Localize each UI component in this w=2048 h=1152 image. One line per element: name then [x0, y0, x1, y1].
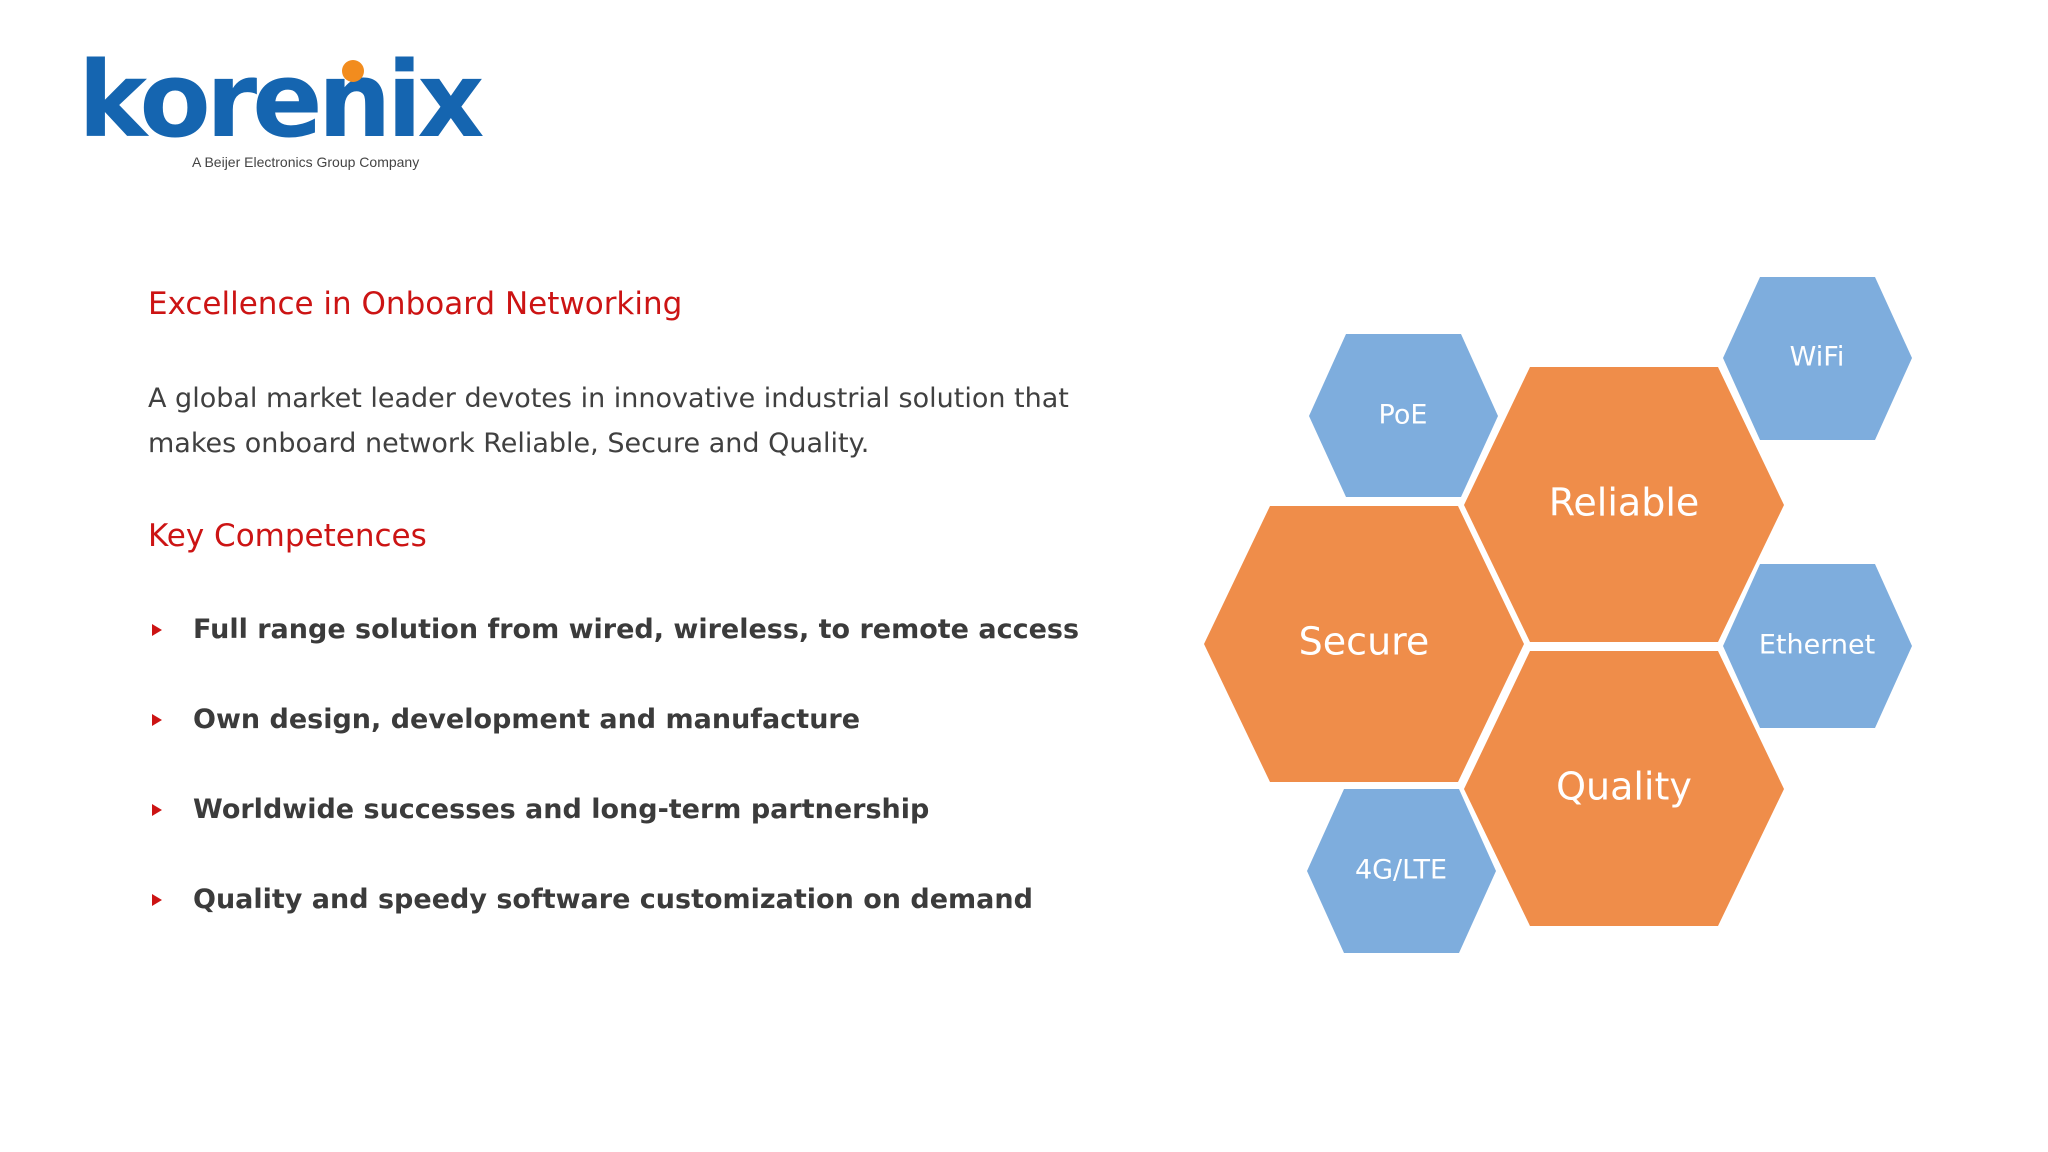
hex-ethernet: Ethernet	[1723, 564, 1912, 728]
competence-text: Full range solution from wired, wireless…	[193, 614, 1080, 645]
key-competences-heading: Key Competences	[148, 518, 427, 554]
intro-paragraph: A global market leader devotes in innova…	[148, 376, 1128, 466]
triangle-bullet-icon	[152, 624, 162, 636]
hex-label-secure: Secure	[1299, 620, 1430, 664]
hex-4g-lte: 4G/LTE	[1307, 789, 1496, 953]
excellence-heading: Excellence in Onboard Networking	[148, 286, 683, 322]
intro-line-1: A global market leader devotes in innova…	[148, 383, 1069, 414]
hex-label-quality: Quality	[1556, 765, 1692, 809]
hex-label-4g-lte: 4G/LTE	[1355, 855, 1447, 886]
competence-text: Own design, development and manufacture	[193, 704, 861, 735]
logo-tagline: A Beijer Electronics Group Company	[192, 154, 420, 170]
hex-quality: Quality	[1464, 651, 1784, 926]
list-item: Own design, development and manufacture	[148, 698, 1079, 788]
hex-label-ethernet: Ethernet	[1759, 630, 1875, 661]
hex-wifi: WiFi	[1723, 277, 1912, 440]
competence-text: Quality and speedy software customizatio…	[193, 884, 1033, 915]
triangle-bullet-icon	[152, 714, 162, 726]
hex-label-wifi: WiFi	[1790, 342, 1845, 373]
hex-poe: PoE	[1309, 334, 1498, 497]
logo-wordmark: korenix	[78, 39, 484, 161]
korenix-logo: korenix A Beijer Electronics Group Compa…	[78, 48, 484, 178]
list-item: Quality and speedy software customizatio…	[148, 878, 1079, 968]
competences-list: Full range solution from wired, wireless…	[148, 608, 1079, 968]
triangle-bullet-icon	[152, 894, 162, 906]
list-item: Full range solution from wired, wireless…	[148, 608, 1079, 698]
intro-line-2: makes onboard network Reliable, Secure a…	[148, 428, 870, 459]
competence-text: Worldwide successes and long-term partne…	[193, 794, 930, 825]
triangle-bullet-icon	[152, 804, 162, 816]
hex-reliable: Reliable	[1464, 367, 1784, 642]
hex-secure: Secure	[1204, 506, 1524, 782]
hex-label-reliable: Reliable	[1549, 481, 1700, 525]
list-item: Worldwide successes and long-term partne…	[148, 788, 1079, 878]
hex-label-poe: PoE	[1379, 400, 1428, 431]
logo-dot	[342, 60, 364, 82]
